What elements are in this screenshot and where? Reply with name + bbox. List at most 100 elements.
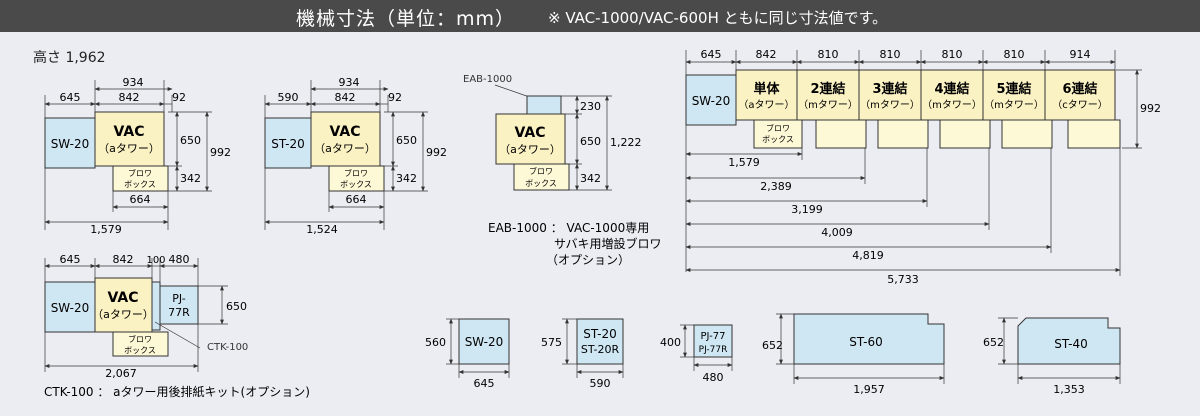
blower-box [328,165,385,192]
fp-dim-1353: 1,353 [1053,383,1085,396]
layout-eab1000: EAB-1000 VAC （aタワー） ブロワ ボックス 230 650 342… [463,74,662,267]
tower-lower-box-2 [815,119,867,149]
fp-st20-unit [576,318,624,365]
tower-name-3: 3連結 [872,81,907,97]
blower-box [513,163,570,191]
fp-st40-unit [1017,317,1121,365]
fp-dim-652: 652 [983,336,1004,349]
layout-st20-vac: ST-20 VAC （aタワー） ブロワ ボックス 934 590 842 92… [264,76,447,236]
dim-645: 645 [60,253,81,266]
sw20-label: SW-20 [51,137,90,151]
dim-810-1: 810 [818,48,839,61]
vac-unit [495,113,566,165]
dim-2067: 2,067 [105,367,137,380]
pj77r-unit [159,285,199,325]
dim-810-4: 810 [1004,48,1025,61]
blower-label-2: ボックス [124,180,156,189]
blower-box [112,165,169,192]
sw20-unit [44,117,96,169]
header-note: ※ VAC-1000/VAC-600H ともに同じ寸法値です。 [548,9,888,27]
dim-1222: 1,222 [610,136,642,149]
tower-name-2: 2連結 [810,81,845,97]
dim-92: 92 [172,91,186,104]
fp-sw20-label: SW-20 [465,335,504,349]
dim-842: 842 [119,91,140,104]
dim-1579: 1,579 [728,156,760,169]
dim-645: 645 [701,48,722,61]
dim-342: 342 [396,172,417,185]
multi-sw20-label: SW-20 [692,94,731,108]
pj77r-label-2: 77R [168,306,190,319]
dim-1524: 1,524 [306,223,338,236]
tower-lower-box-5 [1001,119,1053,149]
vac-label: VAC [114,124,145,140]
tower-name-1: 単体 [753,81,780,97]
footprint-pj77: PJ-77 PJ-77R 400 480 [660,324,733,384]
dim-230: 230 [580,100,601,113]
blower-label-2: ボックス [340,180,372,189]
footprint-sw20: SW-20 560 645 [425,318,510,390]
dim-650: 650 [580,135,601,148]
st20-unit [264,117,312,169]
vac-label: VAC [515,125,546,141]
vac-label: VAC [330,124,361,140]
dim-992: 992 [1140,102,1161,115]
footprint-st40: ST-40 652 1,353 [983,317,1121,396]
height-label: 高さ 1,962 [33,49,106,66]
dim-992: 992 [426,146,447,159]
blower-box [112,331,169,357]
fp-dim-400: 400 [660,336,681,349]
dim-2389: 2,389 [760,180,792,193]
fp-pj77r-label: PJ-77R [699,345,728,355]
dim-342: 342 [180,172,201,185]
fp-dim-560: 560 [425,336,446,349]
tower-unit-3 [858,69,922,121]
blower-label-2: ボックス [124,346,156,355]
tower-sub-1: （aタワー） [738,99,794,111]
eab-note-line2: サバキ用増設ブロワ [554,236,662,251]
multi-sw20-unit [685,74,737,126]
eab-callout: EAB-1000 [463,74,512,85]
fp-dim-1957: 1,957 [853,383,885,396]
dim-842: 842 [113,253,134,266]
sw20-unit [44,281,96,333]
multi-blower-label-2: ボックス [762,135,794,144]
dim-934: 934 [339,76,360,89]
dim-342: 342 [580,172,601,185]
multi-blower-box [753,119,803,149]
dim-4819: 4,819 [852,249,884,262]
fp-st20r-label: ST-20R [581,343,620,356]
vac-label: VAC [108,290,139,306]
tower-lower-box-3 [877,119,929,149]
tower-sub-2: （mタワー） [798,99,858,111]
tower-unit-6 [1044,69,1116,121]
blower-label-1: ブロワ [344,168,368,178]
tower-lower-box-6 [1067,119,1121,149]
header-bar: 機械寸法（単位：mm） ※ VAC-1000/VAC-600H ともに同じ寸法値… [0,0,1200,32]
footprint-st20: ST-20 ST-20R 575 590 [541,318,624,390]
sw20-label: SW-20 [51,301,90,315]
tower-sub-3: （mタワー） [860,99,920,111]
blower-label-1: ブロワ [529,166,553,176]
multi-blower-label-1: ブロワ [766,123,790,133]
dim-842: 842 [335,91,356,104]
vac-sublabel: （aタワー） [499,143,561,156]
fp-pj77-label: PJ-77 [701,331,726,342]
layout-multi-tower: SW-20 単体（aタワー）2連結（mタワー）3連結（mタワー）4連結（mタワー… [685,48,1161,286]
dim-4009: 4,009 [821,226,853,239]
dim-934: 934 [123,76,144,89]
layout-sw20-vac-pj77r: SW-20 VAC （aタワー） PJ- 77R ブロワ ボックス 645 84… [44,253,310,399]
st20-label: ST-20 [271,137,304,151]
tower-name-4: 4連結 [934,81,969,97]
dim-650: 650 [226,300,247,313]
dim-810-2: 810 [880,48,901,61]
dim-650: 650 [396,134,417,147]
tower-name-5: 5連結 [996,81,1031,97]
page-title: 機械寸法（単位：mm） [296,8,516,30]
dim-842: 842 [756,48,777,61]
blower-label-2: ボックス [525,179,557,188]
blower-label-1: ブロワ [128,168,152,178]
dim-5733: 5,733 [887,273,919,286]
fp-dim-575: 575 [541,336,562,349]
